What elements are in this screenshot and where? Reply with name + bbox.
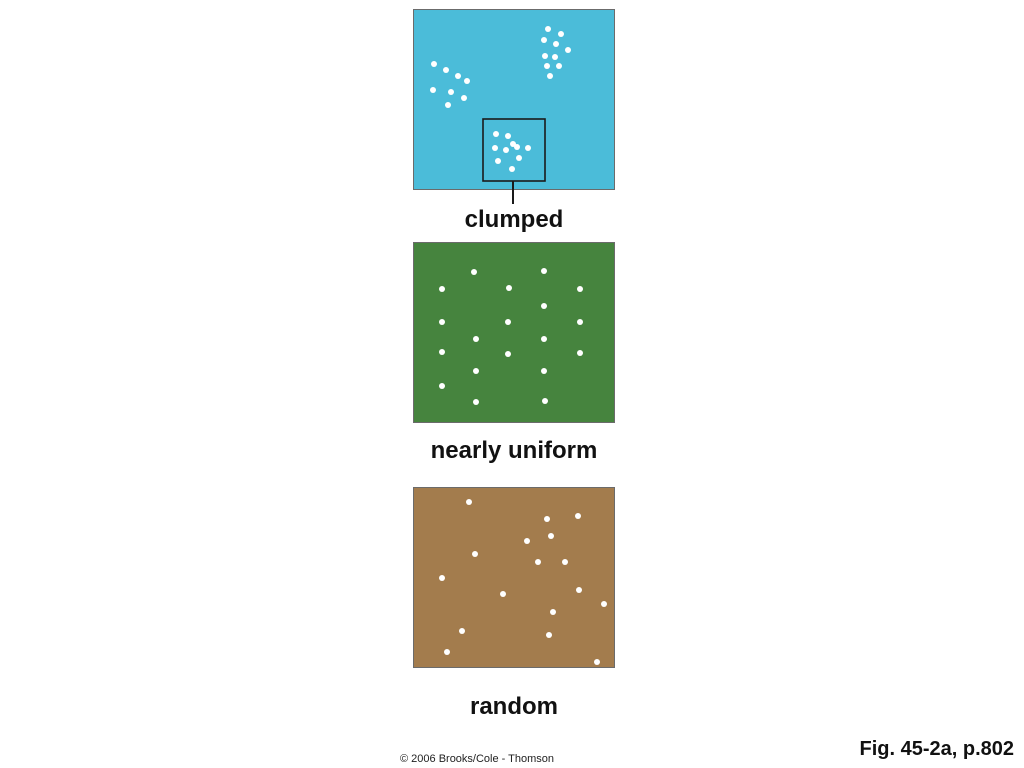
clumped-dot	[461, 95, 467, 101]
uniform-dot	[439, 349, 445, 355]
caption-nearly-uniform: nearly uniform	[430, 437, 598, 464]
panel-random	[413, 487, 615, 668]
uniform-dot	[577, 319, 583, 325]
uniform-dot	[541, 336, 547, 342]
panel-clumped	[413, 9, 615, 190]
copyright-notice: © 2006 Brooks/Cole - Thomson	[400, 753, 555, 765]
random-dot	[444, 649, 450, 655]
clumped-dot	[552, 54, 558, 60]
clumped-dot	[495, 158, 501, 164]
uniform-dot	[541, 368, 547, 374]
clumped-dot	[516, 155, 522, 161]
clumped-dot	[558, 31, 564, 37]
random-dot	[459, 628, 465, 634]
random-dot	[594, 659, 600, 665]
clumped-dot	[503, 147, 509, 153]
clumped-dot	[547, 73, 553, 79]
uniform-dot	[577, 350, 583, 356]
random-dot	[500, 591, 506, 597]
clumped-dot	[505, 133, 511, 139]
random-dot	[576, 587, 582, 593]
clumped-dot	[430, 87, 436, 93]
random-dot	[575, 513, 581, 519]
uniform-dot	[439, 286, 445, 292]
uniform-dot	[473, 399, 479, 405]
uniform-dot	[542, 398, 548, 404]
clumped-dot	[443, 67, 449, 73]
uniform-dot	[471, 269, 477, 275]
clumped-dot	[542, 53, 548, 59]
uniform-dot	[473, 368, 479, 374]
random-dot	[439, 575, 445, 581]
random-dot	[535, 559, 541, 565]
random-dot	[562, 559, 568, 565]
uniform-dot	[541, 303, 547, 309]
uniform-dot	[506, 285, 512, 291]
uniform-dot	[505, 319, 511, 325]
uniform-dot	[505, 351, 511, 357]
clumped-dot	[553, 41, 559, 47]
clumped-dot	[431, 61, 437, 67]
panel-nearly-uniform-dots	[439, 268, 583, 405]
clumped-dot	[565, 47, 571, 53]
clumped-dot	[541, 37, 547, 43]
uniform-dot	[541, 268, 547, 274]
uniform-dot	[439, 319, 445, 325]
clumped-dot	[525, 145, 531, 151]
uniform-dot	[439, 383, 445, 389]
random-dot	[550, 609, 556, 615]
clumped-dot	[464, 78, 470, 84]
random-dot	[472, 551, 478, 557]
clumped-dot	[514, 144, 520, 150]
clumped-dot	[556, 63, 562, 69]
random-dot	[548, 533, 554, 539]
clumped-dot	[544, 63, 550, 69]
random-dot	[546, 632, 552, 638]
highlight-box	[482, 118, 546, 182]
clumped-dot	[545, 26, 551, 32]
uniform-dot	[577, 286, 583, 292]
panel-nearly-uniform	[413, 242, 615, 423]
clumped-dot	[455, 73, 461, 79]
panel-clumped-dots	[430, 26, 571, 182]
panel-random-dots	[439, 499, 607, 665]
leader-line	[512, 181, 514, 204]
caption-clumped: clumped	[464, 206, 564, 233]
clumped-dot	[492, 145, 498, 151]
random-dot	[601, 601, 607, 607]
random-dot	[524, 538, 530, 544]
random-dot	[466, 499, 472, 505]
caption-random: random	[469, 693, 558, 720]
clumped-dot	[509, 166, 515, 172]
clumped-dot	[448, 89, 454, 95]
figure-reference: Fig. 45-2a, p.802	[859, 738, 1014, 760]
random-dot	[544, 516, 550, 522]
uniform-dot	[473, 336, 479, 342]
clumped-dot	[445, 102, 451, 108]
clumped-dot	[493, 131, 499, 137]
